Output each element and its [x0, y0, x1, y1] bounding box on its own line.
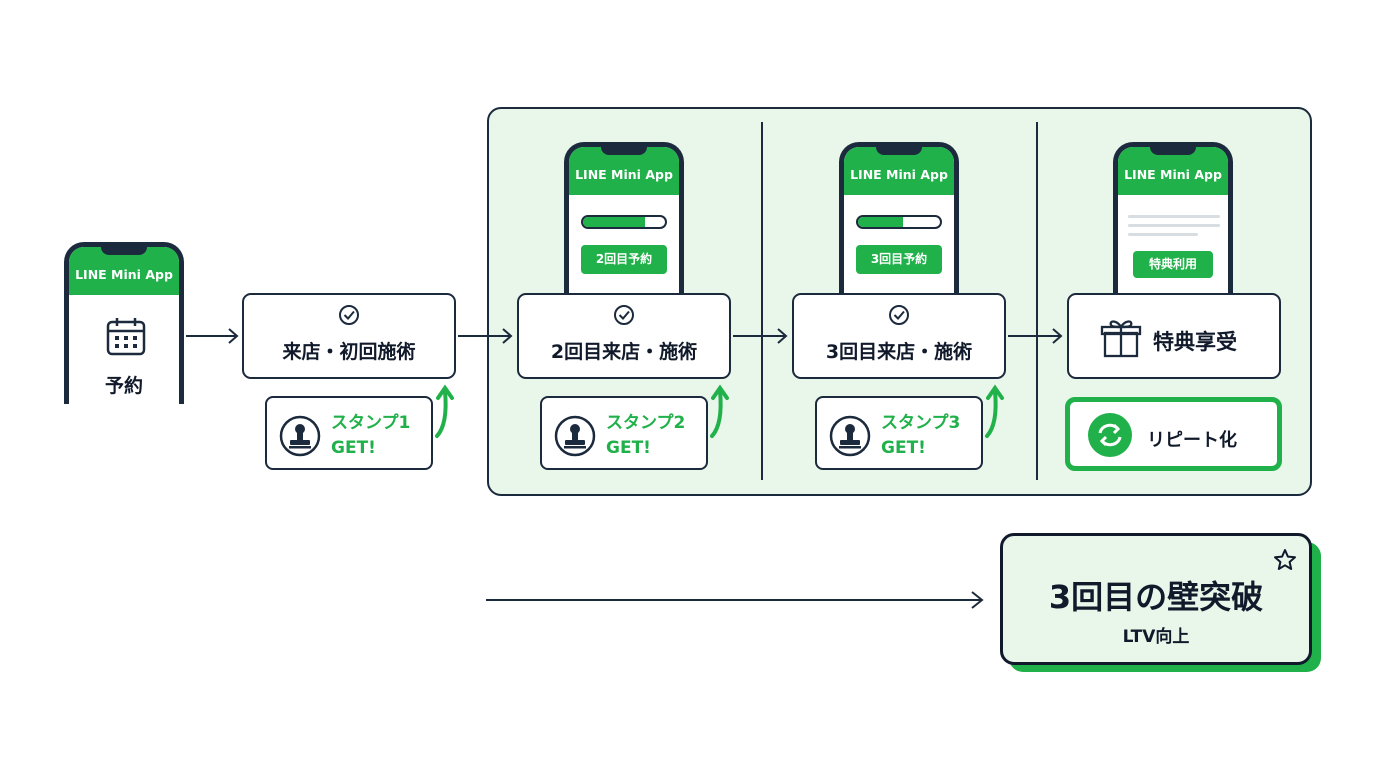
phone-second-visit: LINE Mini App 2回目予約: [564, 142, 684, 294]
text-placeholder-line: [1128, 224, 1220, 227]
phone-booking: LINE Mini App 予約: [64, 242, 184, 404]
star-icon: [1274, 549, 1296, 570]
phone-notch: [1150, 147, 1196, 155]
repeat-label: リピート化: [1147, 430, 1237, 451]
stamp-title: スタンプ3: [881, 413, 961, 433]
phone-notch: [101, 247, 147, 255]
second-booking-button[interactable]: 2回目予約: [581, 245, 667, 274]
check-icon: [614, 305, 634, 325]
phone-header: LINE Mini App: [844, 147, 954, 195]
stamp-up-arrow: [435, 384, 1004, 438]
goal-box: 3回目の壁突破 LTV向上: [1000, 533, 1312, 665]
panel-divider: [1036, 122, 1038, 480]
gift-icon: [1100, 320, 1142, 358]
stamp-icon: [279, 415, 321, 457]
phone-booking-label: 予約: [104, 375, 143, 397]
stamp-get: GET!: [881, 438, 926, 458]
repeat-badge: リピート化: [1065, 397, 1282, 471]
repeat-icon: [1088, 413, 1132, 457]
progress-fill: [858, 217, 904, 227]
stamp-text: スタンプ1 GET!: [331, 411, 410, 461]
stamp-title: スタンプ1: [331, 413, 411, 433]
stamp-card-1: スタンプ1 GET!: [265, 396, 433, 470]
stamp-get: GET!: [606, 438, 651, 458]
benefit-use-button[interactable]: 特典利用: [1133, 251, 1213, 278]
phone-header: LINE Mini App: [69, 247, 179, 295]
goal-title: 3回目の壁突破: [1048, 578, 1264, 616]
panel-divider: [761, 122, 763, 480]
stamp-title: スタンプ2: [606, 413, 686, 433]
phone-benefit: LINE Mini App 特典利用: [1113, 142, 1233, 294]
goal-subtitle: LTV向上: [1122, 627, 1190, 647]
phone-header: LINE Mini App: [1118, 147, 1228, 195]
step-second-visit: 2回目来店・施術: [517, 293, 731, 379]
step-label: 特典享受: [1153, 330, 1237, 354]
step-benefit: 特典享受: [1067, 293, 1281, 379]
step-label: 3回目来店・施術: [825, 341, 973, 363]
phone-header: LINE Mini App: [569, 147, 679, 195]
stamp-progress-bar: [856, 215, 942, 229]
text-placeholder-line: [1128, 233, 1198, 236]
calendar-icon: [106, 318, 146, 356]
third-booking-button[interactable]: 3回目予約: [856, 245, 942, 274]
phone-notch: [601, 147, 647, 155]
text-placeholder-line: [1128, 215, 1220, 218]
phone-third-visit: LINE Mini App 3回目予約: [839, 142, 959, 294]
step-label: 2回目来店・施術: [550, 341, 698, 363]
stamp-text: スタンプ2 GET!: [606, 411, 685, 461]
check-icon: [889, 305, 909, 325]
stamp-get: GET!: [331, 438, 376, 458]
step-third-visit: 3回目来店・施術: [792, 293, 1006, 379]
step-label: 来店・初回施術: [282, 341, 416, 363]
stamp-progress-bar: [581, 215, 667, 229]
stamp-text: スタンプ3 GET!: [881, 411, 960, 461]
check-icon: [339, 305, 359, 325]
flow-arrow: [186, 328, 1063, 609]
progress-fill: [583, 217, 645, 227]
stamp-icon: [554, 415, 596, 457]
stamp-card-3: スタンプ3 GET!: [815, 396, 983, 470]
step-first-visit: 来店・初回施術: [242, 293, 456, 379]
stamp-icon: [829, 415, 871, 457]
stamp-card-2: スタンプ2 GET!: [540, 396, 708, 470]
phone-notch: [876, 147, 922, 155]
